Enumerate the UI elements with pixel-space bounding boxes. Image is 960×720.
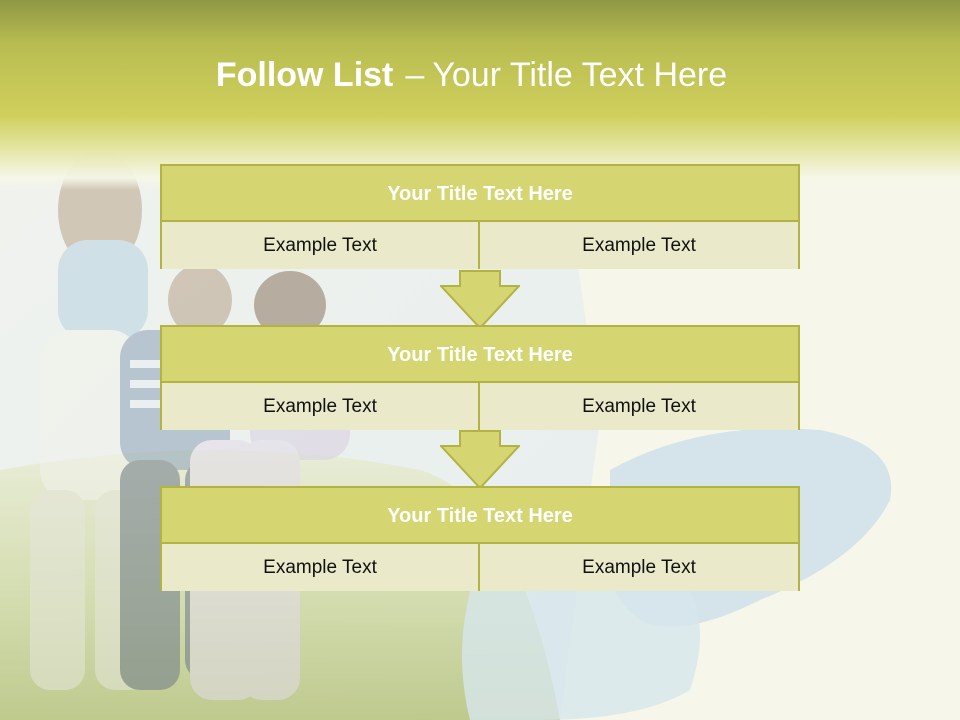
step-block-title: Your Title Text Here bbox=[162, 166, 798, 222]
slide-title-separator: – bbox=[405, 56, 425, 94]
header-band bbox=[0, 0, 960, 190]
step-block-left-cell: Example Text bbox=[162, 383, 480, 430]
step-block-title: Your Title Text Here bbox=[162, 488, 798, 544]
slide-title: Follow List–Your Title Text Here bbox=[0, 52, 943, 98]
down-arrow-icon bbox=[440, 430, 520, 490]
step-block-left-cell: Example Text bbox=[162, 222, 480, 269]
step-block-title: Your Title Text Here bbox=[162, 327, 798, 383]
step-block-left-cell: Example Text bbox=[162, 544, 480, 591]
slide-title-bold: Follow List bbox=[215, 56, 394, 94]
step-block-2: Your Title Text Here Example Text Exampl… bbox=[160, 325, 800, 430]
slide-title-rest: Your Title Text Here bbox=[432, 56, 728, 94]
step-block-right-cell: Example Text bbox=[480, 544, 798, 591]
step-block-1: Your Title Text Here Example Text Exampl… bbox=[160, 164, 800, 269]
step-block-right-cell: Example Text bbox=[480, 222, 798, 269]
down-arrow-icon bbox=[440, 270, 520, 330]
step-block-right-cell: Example Text bbox=[480, 383, 798, 430]
step-block-3: Your Title Text Here Example Text Exampl… bbox=[160, 486, 800, 591]
